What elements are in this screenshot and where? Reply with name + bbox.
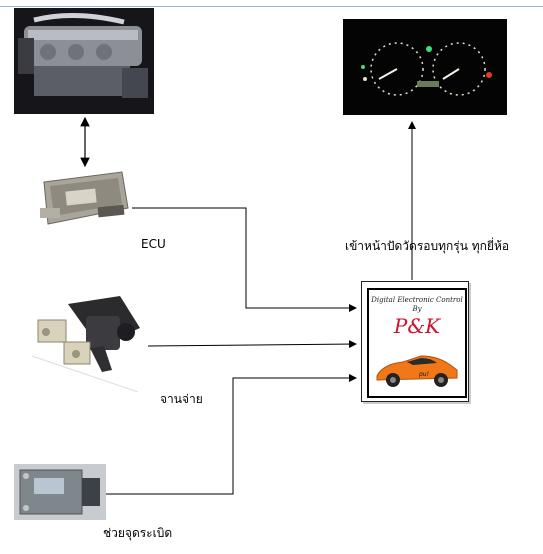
sports-car-icon — [376, 355, 458, 387]
igniter-photo — [14, 464, 106, 520]
ecu-to-controller-line — [131, 207, 357, 312]
engine-photo — [14, 8, 154, 114]
ecu-label: ECU — [141, 237, 166, 251]
controller-panel: Digital Electronic Control By P&K pu! — [367, 288, 467, 398]
dashboard-photo — [343, 19, 507, 115]
controller-by: By — [412, 305, 422, 313]
dashboard-note: เข้าหน้าปัดวัดรอบทุกรุ่น ทุกยี่ห้อ — [345, 239, 510, 253]
controller-title: Digital Electronic Control — [371, 296, 463, 304]
distributor-label: จานจ่าย — [160, 392, 203, 406]
igniter-to-controller-line — [106, 374, 357, 495]
igniter-label: ช่วยจุดระเบิด — [103, 526, 173, 540]
distributor-to-controller-line — [147, 340, 357, 349]
controller-brand: P&K — [393, 314, 441, 338]
controller-box: Digital Electronic Control By P&K pu! — [361, 281, 469, 402]
distributor-photo — [28, 276, 148, 396]
car-plate-text: pu! — [419, 371, 430, 378]
ecu-photo — [36, 168, 132, 230]
top-rule — [0, 6, 543, 7]
